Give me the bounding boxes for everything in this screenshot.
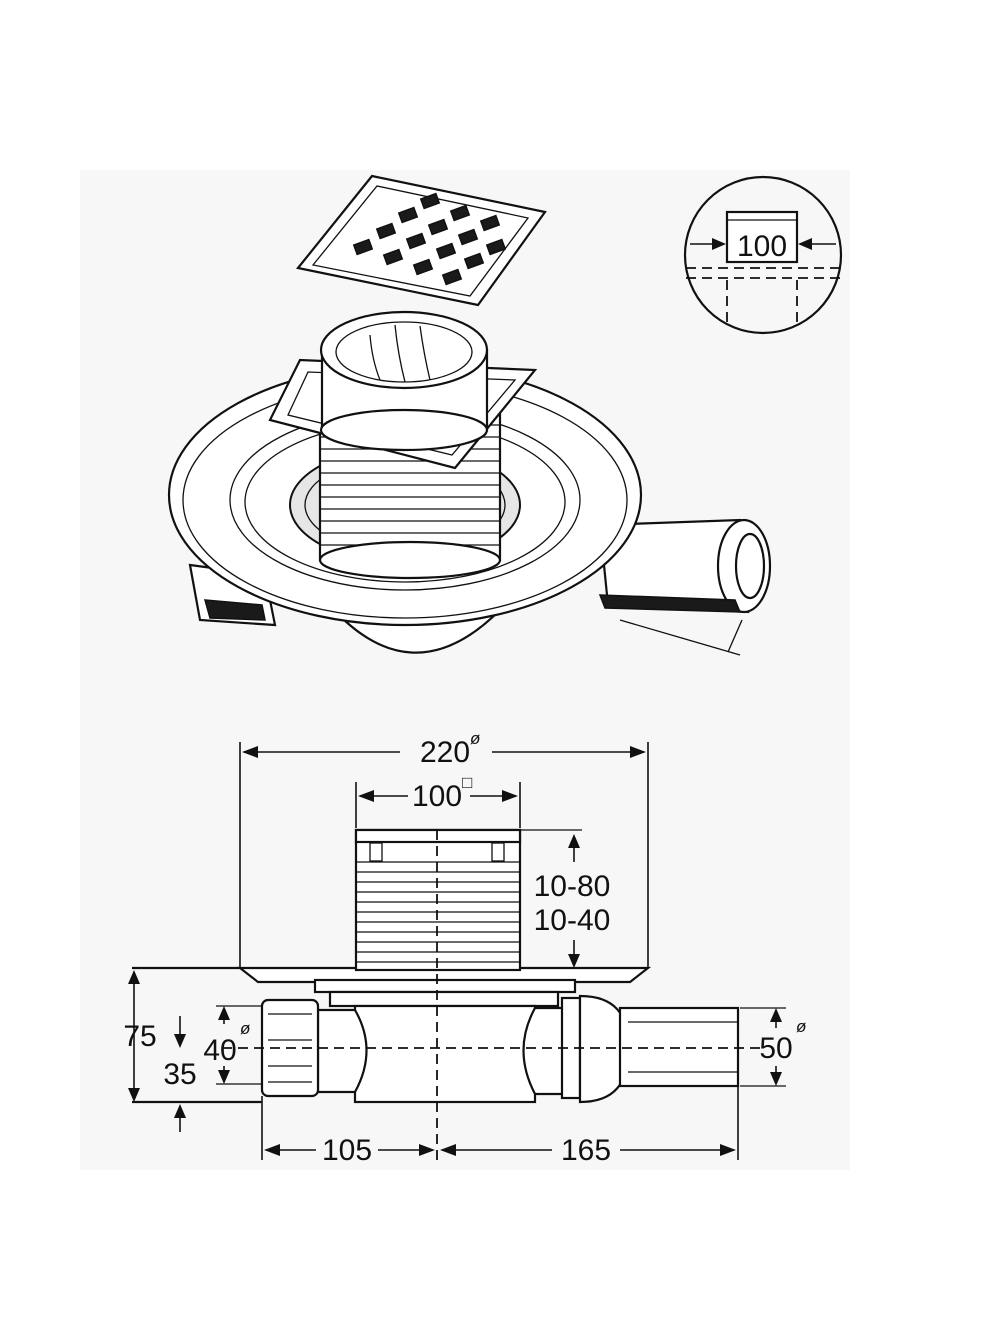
elevation-view: 220 ø 100 □ 10-80 10-40 — [123, 729, 806, 1167]
detail-callout: 100 — [683, 175, 843, 335]
dim-bottom-lengths: 105 165 — [261, 1086, 739, 1167]
height-range-2-label: 10-40 — [534, 904, 611, 937]
height-range-1-label: 10-80 — [534, 870, 611, 903]
isometric-view — [167, 174, 772, 656]
dim-40: 40 ø — [203, 1005, 262, 1085]
dim-75: 75 — [123, 970, 157, 1102]
inlet-diameter-symbol: ø — [240, 1019, 250, 1038]
upper-cylinder-iso — [319, 310, 489, 452]
grate-size-symbol: □ — [462, 773, 472, 792]
outlet-elevation — [560, 994, 740, 1104]
outlet-pipe-iso — [598, 518, 772, 614]
outer-diameter-label: 220 — [420, 736, 470, 769]
inlet-diameter-label: 40 — [203, 1034, 236, 1067]
grate-iso — [296, 174, 547, 307]
dim-50: 50 ø — [740, 1007, 806, 1087]
outer-diameter-symbol: ø — [470, 729, 480, 748]
overall-height-label: 75 — [123, 1020, 156, 1053]
dim-35: 35 — [163, 1016, 197, 1132]
grate-size-label: 100 — [412, 780, 462, 813]
outlet-diameter-label: 50 — [759, 1032, 792, 1065]
riser-elevation — [354, 828, 522, 972]
left-length-label: 105 — [322, 1134, 372, 1167]
inlet-height-label: 35 — [163, 1058, 196, 1091]
outlet-diameter-symbol: ø — [796, 1017, 806, 1036]
dim-height-range: 10-80 10-40 — [520, 829, 611, 968]
dim-100: 100 □ — [355, 773, 521, 828]
right-length-label: 165 — [561, 1134, 611, 1167]
drain-body-elevation — [313, 978, 577, 1104]
iso-outlet-dim-line — [619, 619, 741, 656]
detail-width-label: 100 — [737, 230, 787, 263]
dim-220: 220 ø — [239, 729, 649, 968]
